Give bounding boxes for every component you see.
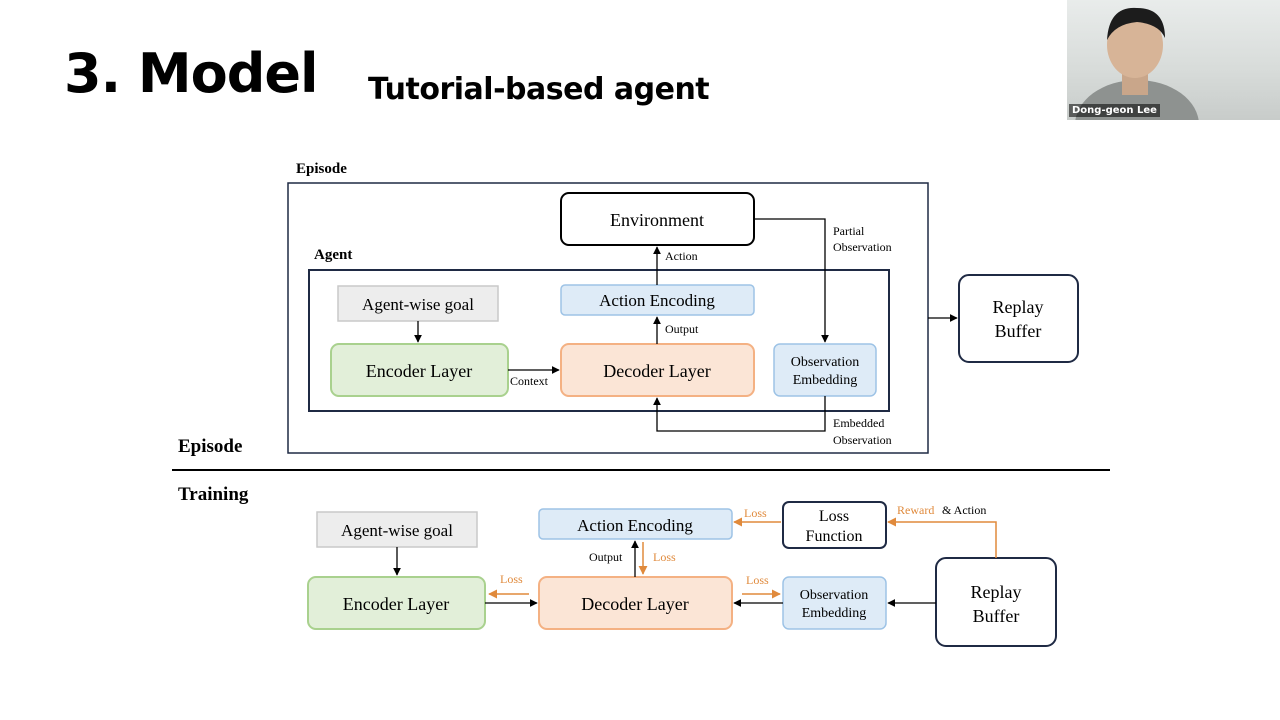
training-action-encoding-label: Action Encoding	[577, 516, 693, 535]
episode-action-encoding-label: Action Encoding	[599, 291, 715, 310]
loss-function-line1: Loss	[819, 508, 849, 525]
action-label: Action	[665, 249, 698, 263]
loss-label-encoder: Loss	[500, 572, 523, 586]
agent-label: Agent	[314, 247, 352, 263]
loss-function-line2: Function	[806, 528, 863, 545]
episode-obs-embedding-line1: Observation	[791, 355, 859, 370]
training-output-label: Output	[589, 550, 623, 564]
training-section-label: Training	[178, 484, 249, 505]
training-replay-line2: Buffer	[973, 606, 1020, 626]
participant-name: Dong-geon Lee	[1069, 104, 1160, 117]
partial-obs-line2: Observation	[833, 240, 892, 254]
episode-decoder-label: Decoder Layer	[603, 361, 710, 381]
arrow-environment-to-obs	[754, 218, 829, 343]
loss-label-decoder: Loss	[653, 550, 676, 564]
training-decoder-label: Decoder Layer	[581, 594, 688, 614]
slide-title: 3. Model	[64, 42, 319, 105]
episode-replay-line2: Buffer	[995, 321, 1042, 341]
reward-label: Reward	[897, 503, 934, 517]
participant-video-tile[interactable]: Dong-geon Lee	[1067, 0, 1280, 120]
partial-obs-line1: Partial	[833, 224, 865, 238]
episode-replay-line1: Replay	[993, 297, 1044, 317]
training-obs-embedding-line2: Embedding	[802, 606, 867, 621]
training-replay-buffer-box	[935, 557, 1057, 647]
training-agent-goal-label: Agent-wise goal	[341, 521, 453, 540]
episode-frame-label: Episode	[296, 161, 347, 177]
training-agent-goal-box	[316, 511, 478, 548]
environment-label: Environment	[610, 210, 704, 230]
loss-label-obs: Loss	[746, 573, 769, 587]
loss-function-box	[782, 501, 887, 549]
agent-frame	[308, 269, 890, 412]
training-encoder-label: Encoder Layer	[343, 594, 449, 614]
episode-replay-buffer-box	[958, 274, 1079, 363]
training-action-encoding-box	[538, 508, 733, 540]
training-obs-embedding-line1: Observation	[800, 588, 868, 603]
episode-agent-goal-box	[337, 285, 499, 322]
episode-encoder-label: Encoder Layer	[366, 361, 472, 381]
episode-agent-goal-label: Agent-wise goal	[362, 295, 474, 314]
loss-label-action: Loss	[744, 506, 767, 520]
episode-section-label: Episode	[178, 436, 242, 457]
episode-output-label: Output	[665, 322, 699, 336]
episode-obs-embedding-line2: Embedding	[793, 373, 858, 388]
embedded-obs-line2: Observation	[833, 433, 892, 447]
episode-obs-embedding-box	[773, 343, 877, 397]
training-obs-embedding-box	[782, 576, 887, 630]
arrow-obs-to-decoder	[653, 396, 826, 432]
arrow-replay-to-loss-function	[887, 517, 997, 558]
and-action-label: & Action	[942, 503, 986, 517]
slide-subtitle: Tutorial-based agent	[368, 72, 710, 107]
training-replay-line1: Replay	[971, 582, 1022, 602]
context-label: Context	[510, 374, 549, 388]
embedded-obs-line1: Embedded	[833, 416, 884, 430]
